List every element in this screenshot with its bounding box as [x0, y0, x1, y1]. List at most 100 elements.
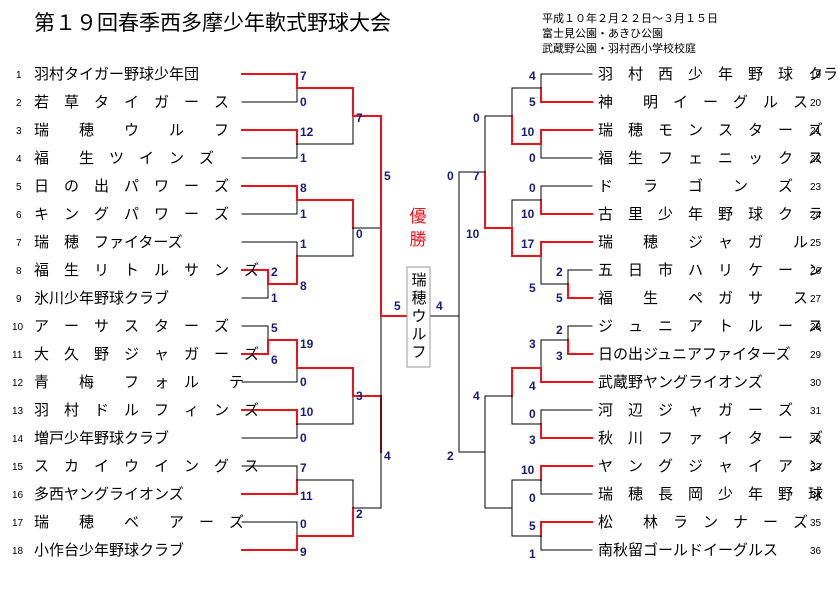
match-score: 8 — [300, 181, 307, 195]
team-name: 松 林 ラ ン ナ ー ズ — [598, 513, 808, 531]
team-number: 1 — [16, 70, 22, 81]
match-score: 5 — [529, 95, 536, 109]
team-name: 羽 村 西 少 年 野 球 クラ — [598, 65, 838, 83]
team-number: 3 — [16, 126, 22, 137]
team-name: 若 草 タ イ ガ ー ス — [34, 93, 229, 111]
team-number: 14 — [12, 434, 24, 445]
team-number: 32 — [810, 434, 822, 445]
match-score: 5 — [529, 281, 536, 295]
team-name: ア ー サ ス タ ー ズ — [34, 317, 229, 335]
champion-team-char: ル — [411, 325, 426, 343]
team-name: 日 の 出 パ ワ ー ズ — [34, 177, 229, 195]
left-team-list: 1 羽村タイガー野球少年団 2 若 草 タ イ ガ ー ス 3 瑞 穂 ウ ル … — [12, 65, 259, 559]
match-score: 0 — [300, 95, 307, 109]
match-score: 7 — [300, 461, 307, 475]
team-number: 23 — [810, 182, 822, 193]
team-number: 11 — [12, 350, 23, 361]
team-name: 青 梅 フ ォ ル テ — [34, 373, 244, 391]
match-score: 7 — [356, 111, 363, 125]
match-score: 0 — [529, 151, 536, 165]
team-name: 日の出ジュニアファイターズ — [598, 345, 791, 363]
team-number: 4 — [16, 154, 22, 165]
match-score: 4 — [473, 389, 480, 403]
team-name: 秋 川 フ ァ イ タ ー ズ — [598, 429, 823, 447]
team-name: 増戸少年野球クラブ — [34, 429, 169, 447]
match-score: 0 — [356, 227, 363, 241]
match-score: 6 — [271, 353, 278, 367]
team-number: 21 — [810, 126, 822, 137]
team-number: 18 — [12, 546, 24, 557]
team-number: 16 — [12, 490, 24, 501]
team-name: 五 日 市 ハ リ ケ ー ン — [598, 261, 823, 279]
match-score: 10 — [521, 207, 535, 221]
match-score: 11 — [300, 489, 313, 503]
match-score: 5 — [529, 519, 536, 533]
event-dates: 平成１０年２月２２日～３月１５日 — [542, 11, 718, 25]
team-name: 羽 村 ド ル フ ィ ン ズ — [34, 401, 259, 419]
team-name: ス カ イ ウ イ ン グ ス — [34, 457, 259, 475]
team-name: 羽村タイガー野球少年団 — [34, 65, 199, 83]
team-number: 15 — [12, 462, 24, 473]
match-score: 10 — [300, 405, 314, 419]
match-score: 1 — [271, 291, 278, 305]
right-team-list: 羽 村 西 少 年 野 球 クラ 19 神 明 イ ー グ ル ス 20 瑞 穂… — [598, 65, 838, 559]
bracket-lines — [241, 73, 593, 551]
team-number: 10 — [12, 322, 24, 333]
match-score: 0 — [300, 517, 307, 531]
team-number: 19 — [810, 70, 822, 81]
team-name: 氷川少年野球クラブ — [34, 289, 169, 307]
team-number: 26 — [810, 266, 822, 277]
team-number: 7 — [16, 238, 22, 249]
match-score: 5 — [384, 169, 391, 183]
team-number: 34 — [810, 490, 822, 501]
match-score: 2 — [556, 265, 563, 279]
match-score: 2 — [556, 323, 563, 337]
team-number: 13 — [12, 406, 24, 417]
team-name: ド ラ ゴ ン ズ — [598, 177, 793, 195]
match-score: 3 — [556, 349, 563, 363]
match-score: 10 — [466, 227, 480, 241]
team-name: 瑞 穂 ジ ャ ガ ル — [598, 233, 808, 251]
match-score: 0 — [300, 431, 307, 445]
match-score: 1 — [300, 151, 307, 165]
team-name: 瑞 穂 モ ン ス タ ー ズ — [598, 121, 823, 139]
team-name: 福 生 フ ェ ニ ッ ク ス — [598, 149, 823, 167]
match-score: 0 — [473, 111, 480, 125]
match-score: 1 — [300, 237, 307, 251]
match-score: 1 — [529, 547, 536, 561]
team-number: 2 — [16, 98, 22, 109]
page-title: 第１９回春季西多摩少年軟式野球大会 — [34, 11, 391, 35]
match-score: 4 — [529, 379, 536, 393]
team-number: 12 — [12, 378, 24, 389]
champion-team-char: 瑞 — [411, 271, 426, 289]
final-score-right: 4 — [436, 299, 443, 313]
match-score: 5 — [556, 291, 563, 305]
team-name: 古 里 少 年 野 球 ク ラ ブ — [598, 205, 838, 223]
champion-team-char: ウ — [411, 307, 426, 325]
match-score: 8 — [300, 279, 307, 293]
team-name: 武蔵野ヤングライオンズ — [598, 373, 763, 391]
team-name: 福 生 ペ ガ サ ス — [598, 289, 808, 307]
champion-box — [406, 266, 431, 368]
match-score: 3 — [529, 433, 536, 447]
left-scores: 7 0 12 1 8 1 2 1 1 8 5 6 19 0 10 0 7 11 … — [271, 69, 401, 559]
team-number: 30 — [810, 378, 822, 389]
match-score: 7 — [300, 69, 307, 83]
team-number: 36 — [810, 546, 822, 557]
champion-team-char: フ — [411, 343, 426, 361]
team-number: 22 — [810, 154, 822, 165]
match-score: 2 — [356, 507, 363, 521]
team-number: 31 — [810, 406, 822, 417]
team-name: 多西ヤングライオンズ — [34, 485, 184, 503]
team-name: キ ン グ パ ワ ー ズ — [34, 205, 229, 223]
match-score: 0 — [529, 491, 536, 505]
team-number: 35 — [810, 518, 822, 529]
team-number: 25 — [810, 238, 822, 249]
team-number: 29 — [810, 350, 822, 361]
team-name: 瑞 穂 ベ ア ー ズ — [34, 513, 244, 531]
team-number: 8 — [16, 266, 22, 277]
match-score: 0 — [529, 407, 536, 421]
team-number: 24 — [810, 210, 822, 221]
